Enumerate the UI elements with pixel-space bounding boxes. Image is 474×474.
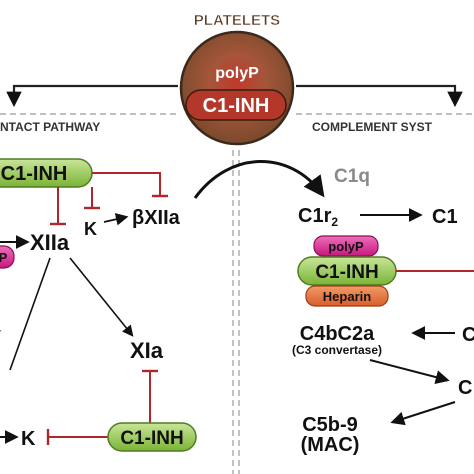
complement-heparin-label: Heparin [323,289,371,304]
contact-pathway-title: NTACT PATHWAY [0,120,100,134]
xia-label: XIa [130,338,164,363]
arrow-xiia-to-xia [69,257,134,337]
arrow-c4bc2a-to-c [369,359,450,384]
betaxiia-label: βXIIa [132,207,181,229]
inhibit-c1inh-to-betaxiia [92,172,161,196]
arrow-betaxiia-to-c1r2 [193,160,325,199]
arrow-c-to-c5b9 [390,401,456,426]
platelet-c1inh-label: C1-INH [203,95,270,117]
complement-system-title: COMPLEMENT SYST [312,120,433,134]
arrow-k-to-betaxiia [103,213,129,226]
c5b9-label: C5b-9 [302,414,358,436]
c4bc2a-label: C4bC2a [300,323,375,345]
complement-polyp-pill [313,235,379,257]
line-xiia-down [9,257,51,371]
c1-right-label: C1 [432,206,458,228]
c1inh-bottom-pill [107,422,197,452]
arrow-to-complement [296,84,463,108]
c1inh-bottom-label: C1-INH [120,428,183,449]
c1r2-label: C1r2 [298,205,338,229]
c1r2-subscript: 2 [331,215,338,229]
xiia-label: XIIa [30,230,70,255]
c1q-label: C1q [334,166,370,187]
c1inh-top-label: C1-INH [1,163,68,185]
platelet-polyp-label: polyP [215,65,259,82]
polyp-left-pill [0,245,15,269]
platelet-circle [179,30,295,146]
complement-polyp-label: polyP [328,239,364,254]
mac-label: (MAC) [301,434,360,456]
complement-c1inh-label: C1-INH [315,262,378,283]
complement-heparin-pill [305,285,389,307]
c-right-1-label: C [462,324,474,346]
k-bottom-label: K [21,428,36,450]
c-right-2-label: C [458,377,472,399]
polyp-left-label: P [0,250,8,265]
arrow-to-contact [6,84,178,108]
platelet-c1inh-pill [185,89,287,121]
k-inhibitor-label: K [84,219,97,239]
platelets-title: PLATELETS [194,12,280,29]
c3-convertase-label: (C3 convertase) [292,343,382,357]
